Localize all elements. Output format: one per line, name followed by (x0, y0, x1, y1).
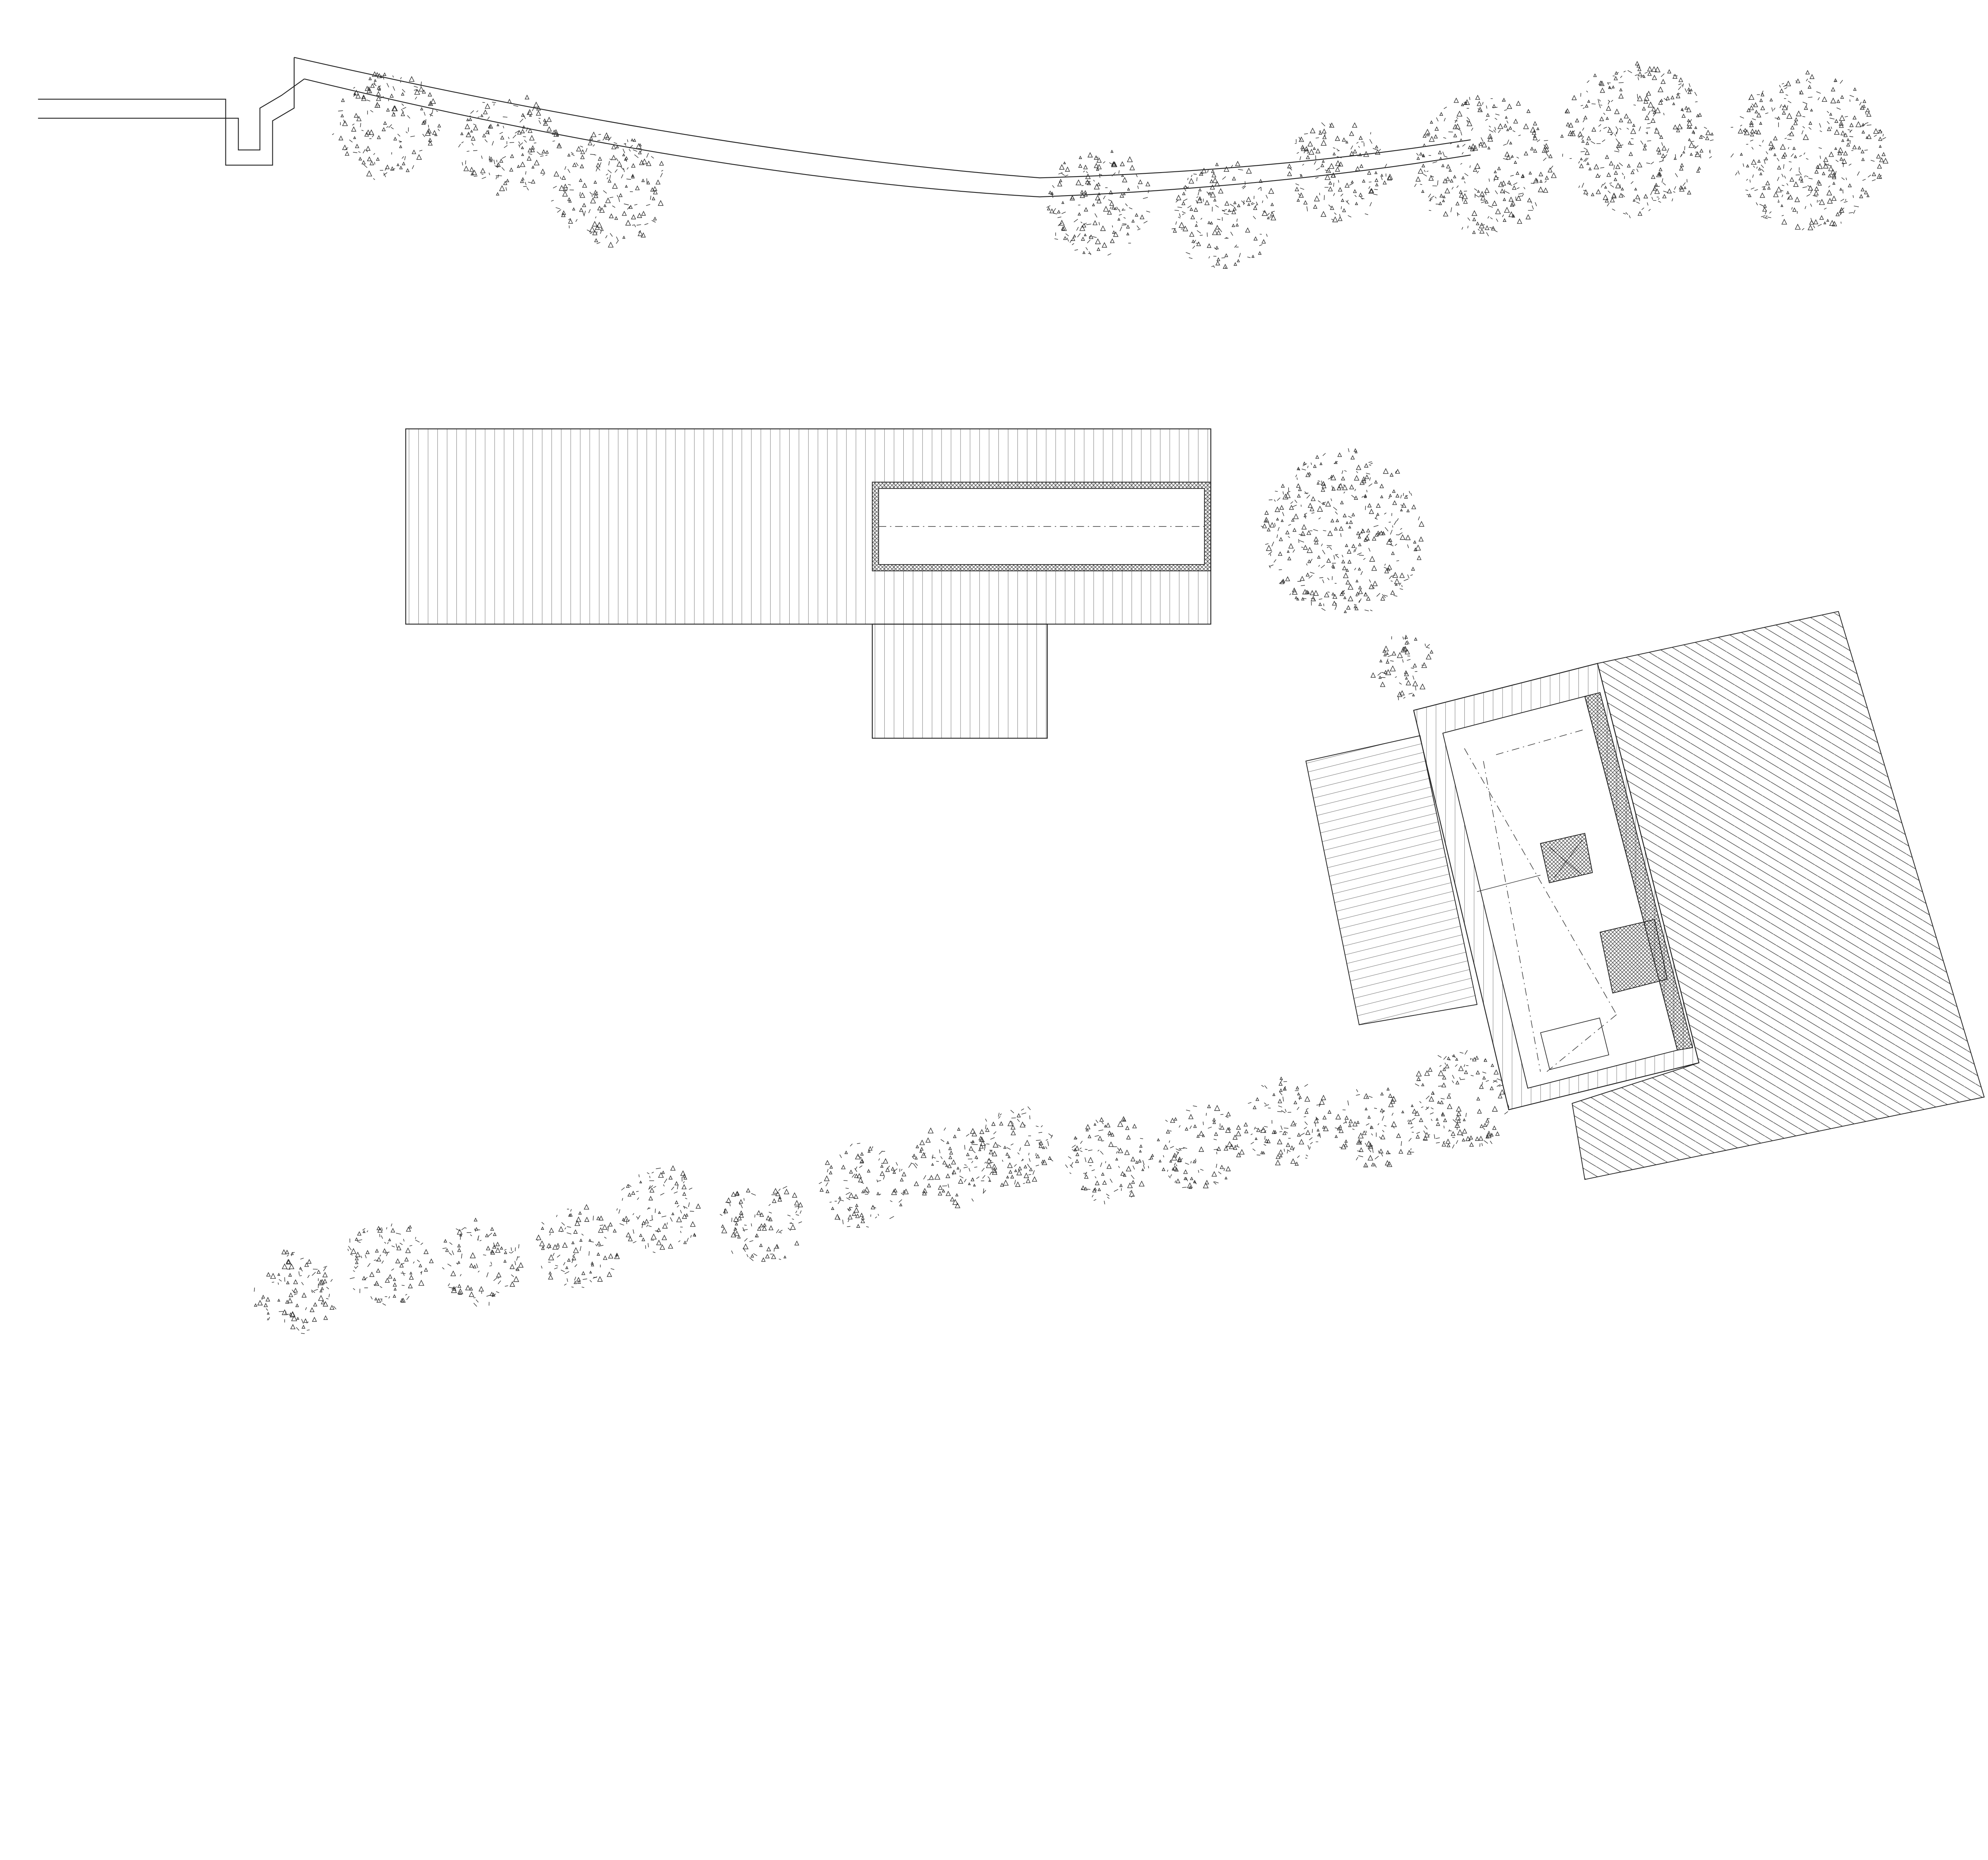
tree-foliage-marks (536, 1204, 620, 1288)
tree-canopy (1414, 95, 1557, 237)
house-floor-plan (1413, 663, 1700, 1111)
tree-canopy (1287, 122, 1393, 222)
tree-foliage-marks (442, 1217, 524, 1307)
tree-foliage-marks (1414, 95, 1557, 237)
tree-foliage-marks (551, 131, 664, 248)
tree-foliage-marks (1410, 1050, 1509, 1149)
tree-foliage-marks (616, 1165, 701, 1253)
tree-foliage-marks (1334, 1087, 1420, 1168)
tree-canopy (551, 131, 664, 248)
tree-foliage-marks (332, 71, 441, 180)
tree-canopy (1243, 1076, 1332, 1166)
tree-foliage-marks (1370, 635, 1434, 701)
house-west-deck (1305, 735, 1478, 1025)
tree-canopy (1260, 448, 1425, 613)
tree-foliage-marks (1260, 448, 1425, 613)
tree-canopy (536, 1204, 620, 1288)
tree-foliage-marks (348, 1223, 434, 1306)
tree-foliage-marks (458, 95, 562, 196)
tree-canopy (1410, 1050, 1509, 1149)
tree-foliage-marks (1243, 1076, 1332, 1166)
tree-canopy (1065, 1116, 1154, 1205)
tree-canopy (254, 1249, 336, 1334)
tree-foliage-marks (1560, 61, 1714, 218)
wooden-deck (405, 428, 1211, 739)
tree-canopy (458, 95, 562, 196)
tree-foliage-marks (1046, 149, 1151, 256)
site-plan-drawing (38, 57, 1985, 1334)
tree-canopy (720, 1186, 803, 1262)
property-boundary-path (38, 57, 1471, 198)
swimming-pool (872, 482, 1211, 571)
tree-foliage-marks (908, 1127, 994, 1208)
tree-foliage-marks (819, 1143, 909, 1228)
tree-canopy (332, 71, 441, 180)
tree-foliage-marks (1171, 161, 1276, 269)
tree-canopy (908, 1127, 994, 1208)
tree-foliage-marks (1157, 1104, 1245, 1189)
tree-canopy (1334, 1087, 1420, 1168)
tree-canopy (616, 1165, 701, 1253)
tree-foliage-marks (720, 1186, 803, 1262)
tree-canopy (442, 1217, 524, 1307)
tree-canopy (1171, 161, 1276, 269)
tree-canopy (1730, 70, 1889, 231)
tree-foliage-marks (973, 1106, 1054, 1187)
tree-canopy (973, 1106, 1054, 1187)
tree-foliage-marks (1065, 1116, 1154, 1205)
tree-canopy (1560, 61, 1714, 218)
tree-foliage-marks (1287, 122, 1393, 222)
tree-foliage-marks (1730, 70, 1889, 231)
trees-group (254, 61, 1889, 1334)
tree-foliage-marks (254, 1249, 336, 1334)
tree-canopy (1046, 149, 1151, 256)
tree-canopy (1157, 1104, 1245, 1189)
tree-canopy (1370, 635, 1434, 701)
tree-canopy (819, 1143, 909, 1228)
tree-canopy (348, 1223, 434, 1306)
